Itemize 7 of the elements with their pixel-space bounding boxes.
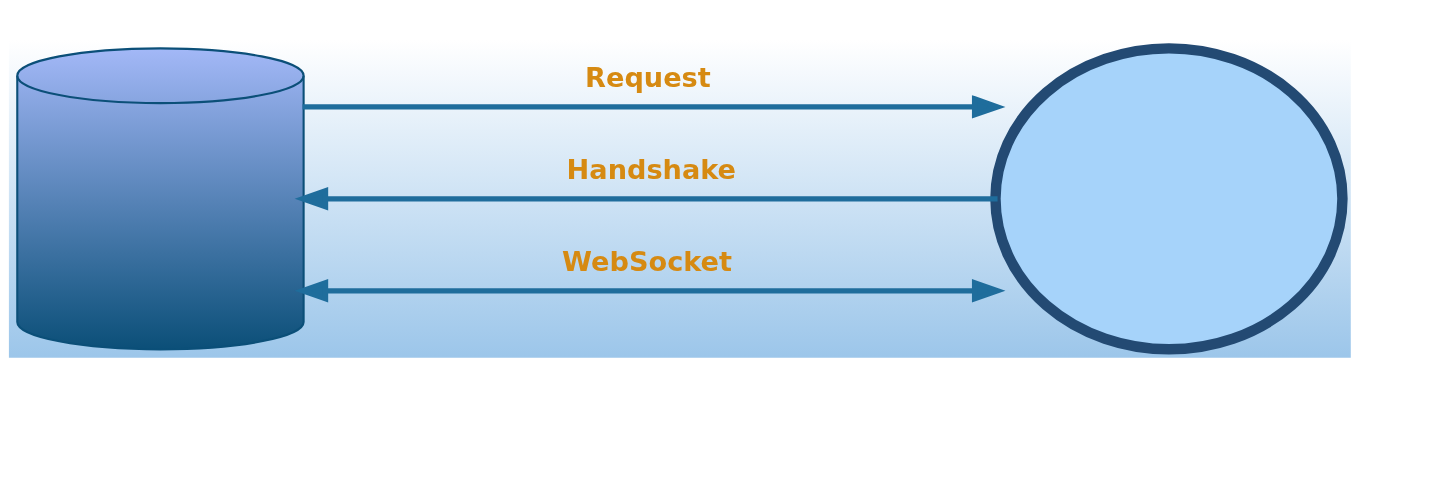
arrow: [294, 186, 998, 211]
arrow: [302, 94, 1006, 119]
node-cloud: [990, 42, 1348, 355]
edge-label: Request: [585, 61, 711, 93]
arrow: [294, 278, 1006, 303]
edge-label: Handshake: [566, 153, 737, 185]
edge-label: WebSocket: [562, 245, 732, 277]
